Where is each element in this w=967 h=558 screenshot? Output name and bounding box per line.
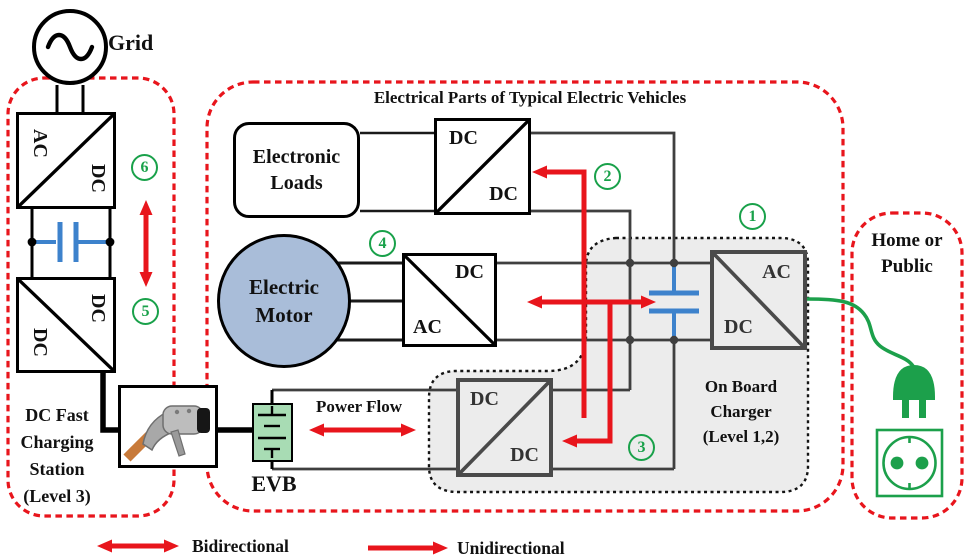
power-flow-arrows	[139, 165, 656, 448]
ev-section-title: Electrical Parts of Typical Electric Veh…	[373, 88, 687, 107]
converter-diagonal	[405, 256, 494, 344]
converter-side-label: DC	[724, 316, 753, 338]
charging-connector-icon	[123, 405, 210, 462]
converter-diagonal	[460, 382, 549, 473]
badge-2: 2	[594, 163, 621, 190]
ev-section-frame	[205, 80, 845, 513]
electric-motor: Electric Motor	[217, 234, 351, 368]
converter-diagonal	[19, 115, 113, 206]
legend-bidirectional-label: Bidirectional	[192, 536, 289, 556]
converter-side-label: DC	[455, 261, 484, 283]
legend-arrows	[97, 539, 448, 555]
converter-diagonal	[437, 121, 528, 212]
loads-dc-dc-converter: DC DC	[434, 118, 531, 215]
power-flow-label: Power Flow	[315, 397, 403, 416]
converter-side-label: DC	[86, 293, 109, 323]
power-socket-icon	[875, 428, 944, 498]
badge-5: 5	[132, 298, 159, 325]
converter-side-label: DC	[489, 183, 518, 205]
converter-side-label: AC	[28, 128, 51, 158]
loads-wires	[360, 131, 434, 213]
converter-side-label: AC	[413, 316, 442, 338]
grid-source-symbol	[32, 9, 108, 85]
motor-dc-ac-inverter: DC AC	[402, 253, 497, 347]
converter-side-label: DC	[449, 127, 478, 149]
converter-side-label: DC	[86, 163, 109, 193]
badge-4: 4	[369, 230, 396, 257]
home-caption: Home or Public	[871, 230, 943, 277]
mains-cable	[806, 297, 916, 377]
converter-side-label: DC	[28, 327, 51, 357]
converter-diagonal	[19, 280, 113, 370]
converter-side-label: AC	[762, 261, 791, 283]
grid-label: Grid	[108, 30, 154, 55]
charging-connector-image	[118, 385, 218, 468]
power-plug-icon	[893, 365, 935, 418]
converter-diagonal	[714, 254, 803, 346]
station-dc-dc-converter: DC DC	[16, 277, 116, 373]
legend-unidirectional-label: Unidirectional	[457, 538, 565, 558]
converter-side-label: DC	[470, 388, 499, 410]
converter-side-label: DC	[510, 444, 539, 466]
obc-caption: On Board Charger (Level 1,2)	[702, 377, 780, 446]
electronic-loads-box: Electronic Loads	[233, 122, 360, 218]
badge-6: 6	[131, 154, 158, 181]
obc-dc-link-capacitor	[649, 263, 699, 341]
ac-sine-icon	[45, 32, 95, 62]
badge-3: 3	[628, 434, 655, 461]
station-dc-link-capacitor	[34, 222, 108, 262]
ev-battery	[252, 403, 293, 462]
home-section-frame	[850, 211, 964, 520]
badge-1: 1	[739, 203, 766, 230]
station-ac-dc-converter: AC DC	[16, 112, 116, 209]
bus-junction-dots	[625, 258, 679, 345]
junction-dot	[105, 237, 115, 247]
obc-dc-dc-converter: DC DC	[456, 378, 553, 477]
evb-label: EVB	[251, 471, 297, 496]
station-output-wire	[100, 371, 120, 433]
station-caption: DC Fast Charging Station (Level 3)	[20, 405, 94, 506]
obc-ac-dc-converter: AC DC	[710, 250, 807, 350]
junction-dot	[27, 237, 37, 247]
battery-icon	[258, 406, 286, 458]
